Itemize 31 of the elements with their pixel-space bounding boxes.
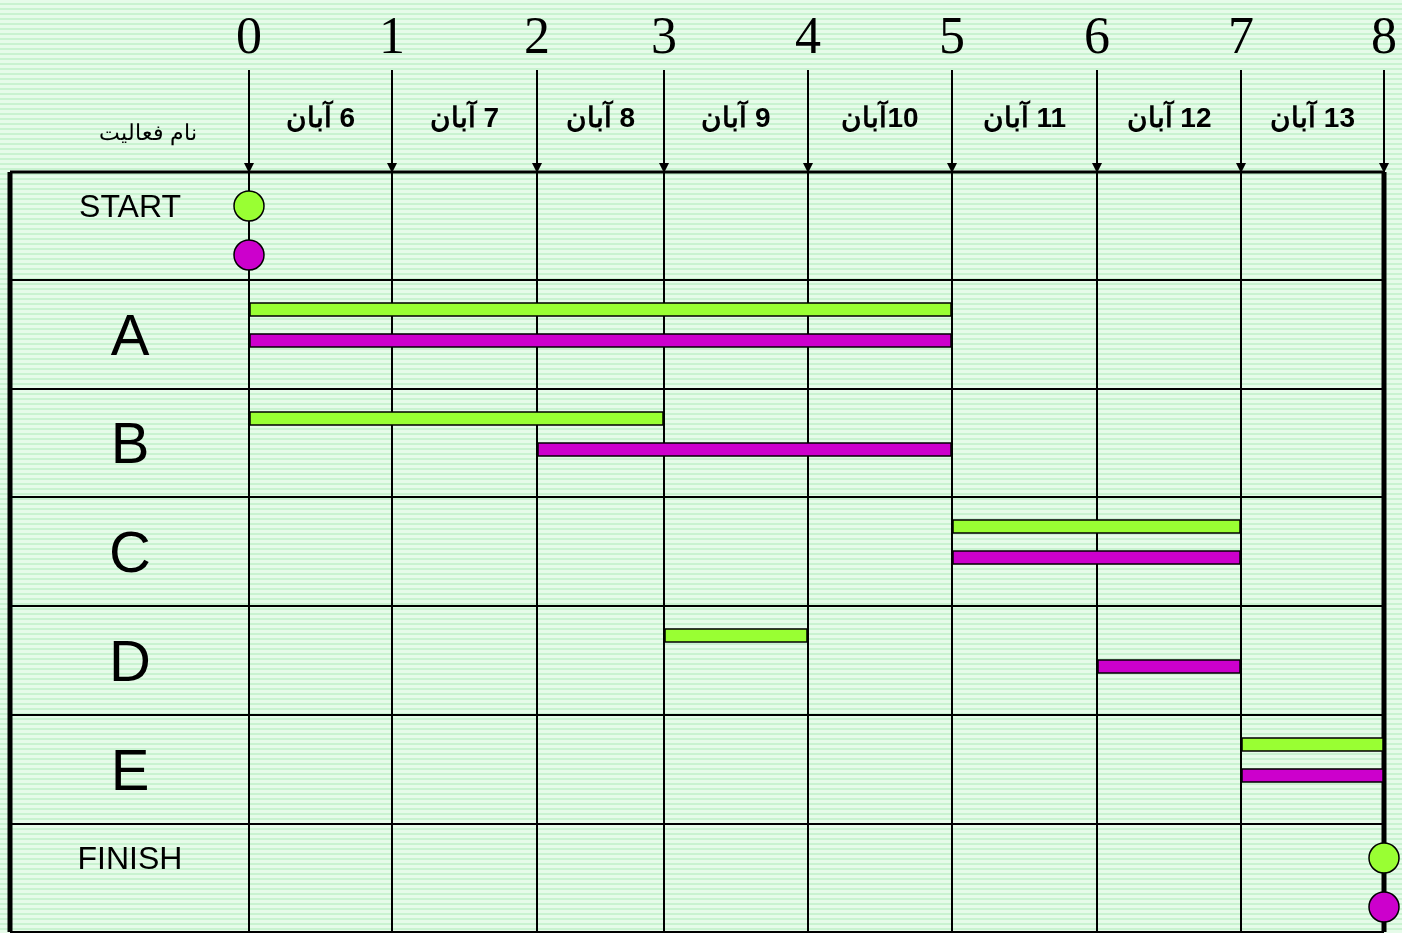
tick-label: 0 bbox=[236, 10, 262, 62]
activity-label: A bbox=[110, 305, 150, 364]
activity-label: D bbox=[109, 631, 151, 690]
schedule-bar bbox=[952, 519, 1241, 534]
milestone-dot bbox=[233, 239, 265, 271]
schedule-bar bbox=[249, 302, 952, 317]
milestone-dot bbox=[1368, 891, 1400, 923]
tick-label: 1 bbox=[379, 10, 405, 62]
tick-label: 3 bbox=[651, 10, 677, 62]
tick-label: 8 bbox=[1371, 10, 1397, 62]
schedule-bar bbox=[1241, 737, 1384, 752]
schedule-bar bbox=[664, 628, 808, 643]
schedule-bar bbox=[1097, 659, 1241, 674]
milestone-dot bbox=[1368, 842, 1400, 874]
schedule-bar bbox=[537, 442, 952, 457]
activity-label: B bbox=[110, 414, 150, 472]
activity-label: C bbox=[109, 522, 151, 581]
tick-label: 7 bbox=[1228, 10, 1254, 62]
tick-label: 4 bbox=[795, 10, 821, 62]
tick-label: 5 bbox=[939, 10, 965, 62]
schedule-bar bbox=[1241, 768, 1384, 783]
activity-label: E bbox=[110, 740, 150, 799]
column-header: نام فعالیت bbox=[98, 122, 198, 144]
milestone-dot bbox=[233, 190, 265, 222]
schedule-bar bbox=[249, 411, 664, 426]
activity-label: START bbox=[79, 190, 181, 222]
schedule-bar bbox=[249, 333, 952, 348]
activity-label: FINISH bbox=[77, 842, 183, 874]
schedule-bar bbox=[952, 550, 1241, 565]
tick-label: 2 bbox=[524, 10, 550, 62]
tick-label: 6 bbox=[1084, 10, 1110, 62]
